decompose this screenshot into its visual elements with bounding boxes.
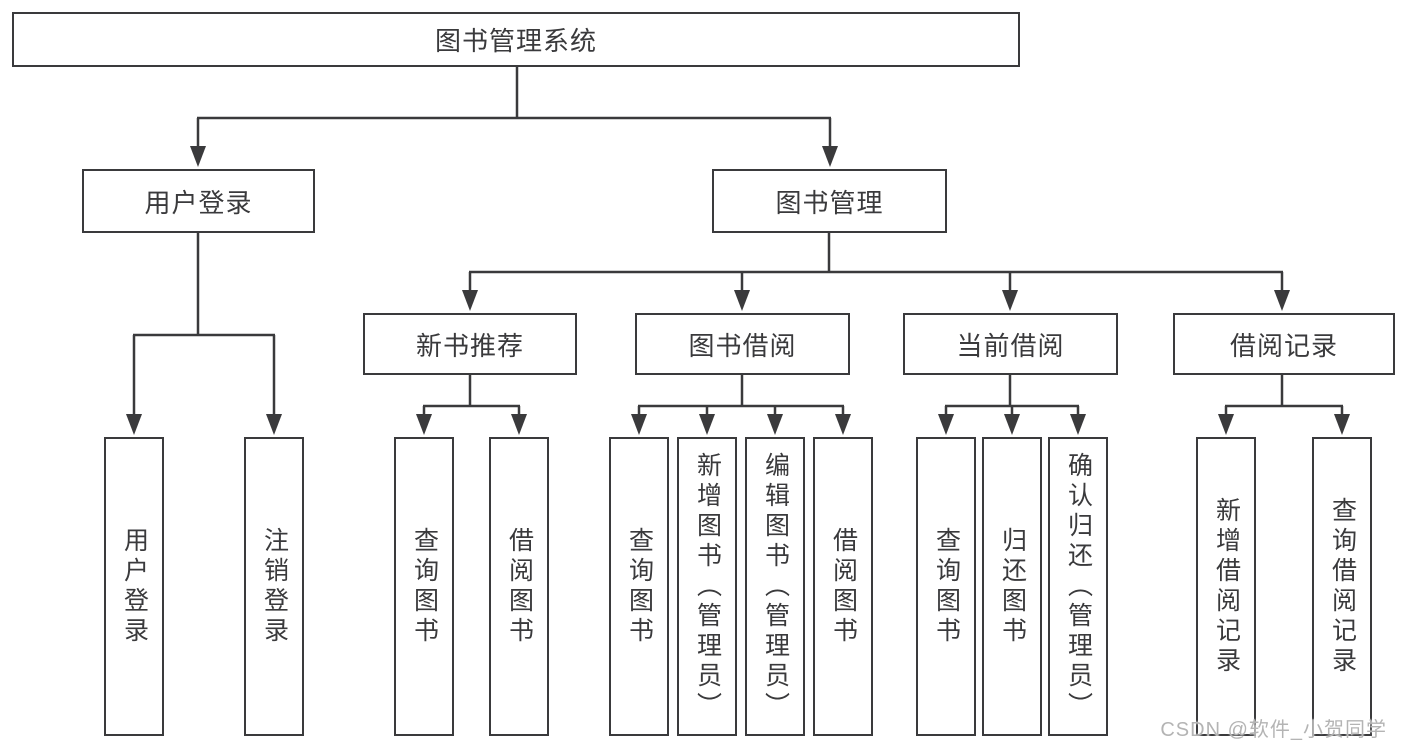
node-user-login: 用户登录 [82, 169, 315, 233]
leaf-add-book-admin: 新增图书（管理员） [677, 437, 737, 736]
leaf-return-book: 归还图书 [982, 437, 1042, 736]
node-book-management: 图书管理 [712, 169, 947, 233]
leaf-label: 编辑图书（管理员） [761, 451, 790, 722]
node-new-book-recommend: 新书推荐 [363, 313, 577, 375]
leaf-label: 查询图书 [932, 526, 961, 647]
leaf-label: 查询图书 [625, 526, 654, 647]
arrowheads-book-management [462, 290, 1290, 311]
node-library-management-system: 图书管理系统 [12, 12, 1020, 67]
leaf-label: 用户登录 [120, 526, 149, 647]
arrowheads-new-book-recommend [416, 414, 527, 435]
leaf-label: 注销登录 [260, 526, 289, 647]
leaf-label: 借阅图书 [505, 526, 534, 647]
node-book-borrow: 图书借阅 [635, 313, 850, 375]
leaf-borrow-book: 借阅图书 [813, 437, 873, 736]
connector-new-book-recommend [422, 373, 521, 417]
leaf-label: 确认归还（管理员） [1064, 451, 1093, 722]
leaf-query-book-recommend: 查询图书 [394, 437, 454, 736]
leaf-label: 归还图书 [998, 526, 1027, 647]
leaf-query-borrow-record: 查询借阅记录 [1312, 437, 1372, 736]
connector-book-management [468, 231, 1284, 293]
connector-user-login [132, 231, 276, 417]
leaf-label: 新增图书（管理员） [693, 451, 722, 722]
leaf-logout: 注销登录 [244, 437, 304, 736]
node-current-borrow: 当前借阅 [903, 313, 1118, 375]
leaf-label: 新增借阅记录 [1212, 496, 1241, 677]
arrowheads-book-borrow [631, 414, 851, 435]
node-borrow-records: 借阅记录 [1173, 313, 1395, 375]
leaf-query-book-current: 查询图书 [916, 437, 976, 736]
leaf-confirm-return-admin: 确认归还（管理员） [1048, 437, 1108, 736]
leaf-label: 借阅图书 [829, 526, 858, 647]
connector-root [196, 66, 832, 149]
connector-current-borrow [944, 373, 1080, 417]
csdn-watermark: CSDN @软件_小贺同学 [1160, 719, 1387, 741]
leaf-add-borrow-record: 新增借阅记录 [1196, 437, 1256, 736]
arrowheads-current-borrow [938, 414, 1086, 435]
connector-borrow-records [1224, 373, 1344, 417]
leaf-user-login: 用户登录 [104, 437, 164, 736]
leaf-query-book: 查询图书 [609, 437, 669, 736]
leaf-label: 查询借阅记录 [1328, 496, 1357, 677]
leaf-edit-book-admin: 编辑图书（管理员） [745, 437, 805, 736]
arrowheads-user-login [126, 414, 282, 435]
connector-book-borrow [637, 373, 845, 417]
leaf-borrow-book-recommend: 借阅图书 [489, 437, 549, 736]
arrowheads-root [190, 146, 838, 167]
arrowheads-borrow-records [1218, 414, 1350, 435]
leaf-label: 查询图书 [410, 526, 439, 647]
